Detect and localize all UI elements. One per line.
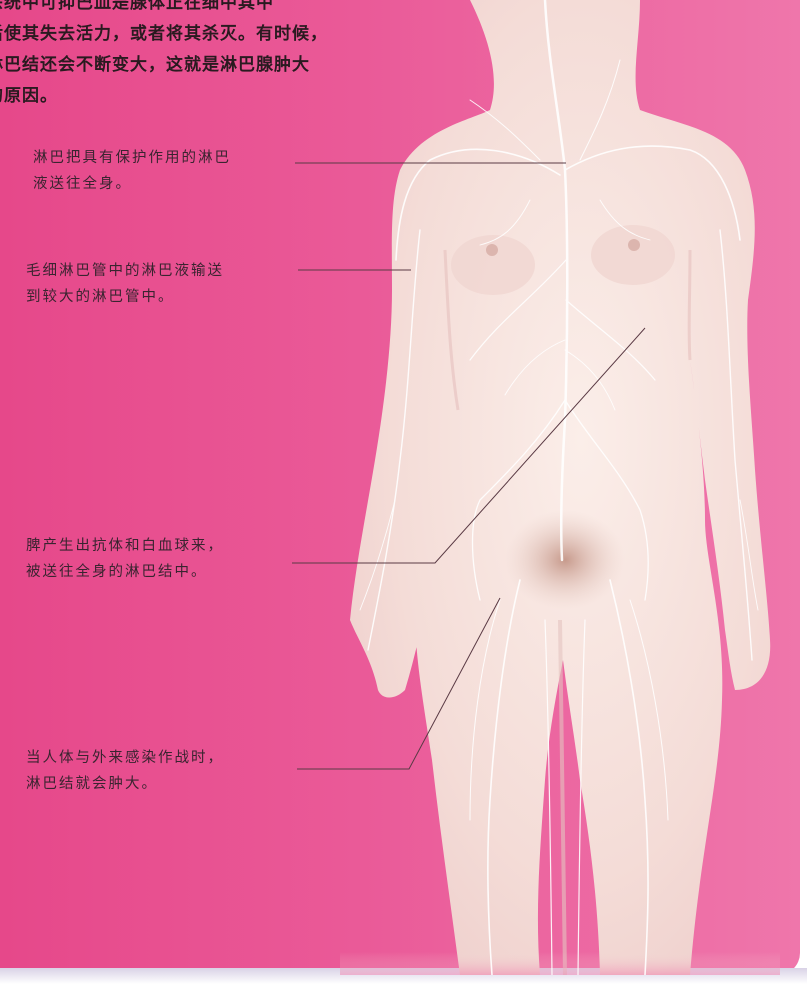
label-line: 毛细淋巴管中的淋巴液输送 bbox=[26, 263, 224, 279]
label-lymph-nodes: 当人体与外来感染作战时， 淋巴结就会肿大。 bbox=[26, 745, 224, 797]
label-line: 淋巴结就会肿大。 bbox=[26, 776, 158, 792]
label-line: 到较大的淋巴管中。 bbox=[26, 289, 175, 305]
intro-line: 后使其失去活力，或者将其杀灭。有时候， bbox=[0, 24, 328, 44]
lymph-vessel-network bbox=[359, 0, 759, 975]
label-lymph-capillaries: 毛细淋巴管中的淋巴液输送 到较大的淋巴管中。 bbox=[26, 258, 224, 310]
body-silhouette bbox=[340, 0, 780, 975]
label-line: 脾产生出抗体和白血球来， bbox=[26, 538, 224, 554]
label-line: 被送往全身的淋巴结中。 bbox=[26, 564, 208, 580]
label-line: 液送往全身。 bbox=[33, 176, 132, 192]
leader-lines bbox=[292, 162, 646, 770]
intro-paragraph: 宗统中可抑巴皿是腺体正在细中其中 后使其失去活力，或者将其杀灭。有时候， 淋巴结… bbox=[0, 0, 426, 112]
label-line: 淋巴把具有保护作用的淋巴 bbox=[33, 150, 231, 166]
intro-line: 的原因。 bbox=[0, 86, 58, 106]
leader-line-4 bbox=[297, 597, 501, 770]
label-lymph-transport: 淋巴把具有保护作用的淋巴 液送往全身。 bbox=[33, 145, 231, 197]
label-line: 当人体与外来感染作战时， bbox=[26, 750, 224, 766]
leader-line-3 bbox=[292, 327, 646, 564]
intro-line: 淋巴结还会不断变大，这就是淋巴腺肿大 bbox=[0, 55, 310, 75]
label-spleen: 脾产生出抗体和白血球来， 被送往全身的淋巴结中。 bbox=[26, 533, 224, 585]
intro-line: 宗统中可抑巴皿是腺体正在细中其中 bbox=[0, 0, 274, 13]
